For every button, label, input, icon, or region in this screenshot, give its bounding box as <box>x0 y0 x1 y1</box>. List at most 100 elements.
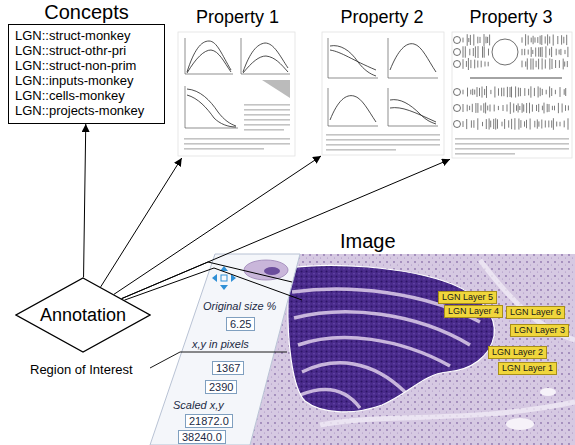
property-3-thumbnail <box>455 138 569 140</box>
panel-field-value: 6.25 <box>226 317 255 331</box>
panel-field-value: 2390 <box>205 380 237 394</box>
concept-item: LGN::struct-monkey <box>15 28 131 43</box>
property-1-thumbnail <box>244 119 290 121</box>
property-3-thumbnail <box>452 32 572 158</box>
concept-box-outline: LGN::struct-monkeyLGN::struct-othr-priLG… <box>8 24 165 124</box>
histology-image <box>302 363 405 392</box>
property-1-thumbnail <box>178 32 295 156</box>
property-1-thumbnail <box>187 50 231 73</box>
connector-arrow <box>124 268 302 300</box>
property-2-thumbnail <box>326 144 440 146</box>
property-2-thumbnail <box>330 96 376 122</box>
concept-item: LGN::struct-othr-pri <box>15 43 126 58</box>
property-1-thumbnail <box>241 38 290 74</box>
layer-label: LGN Layer 3 <box>514 325 565 335</box>
viewer-panel <box>212 274 217 282</box>
panel-field-value: 1367 <box>212 361 244 375</box>
property-1-thumbnail <box>187 41 231 72</box>
layer-tag: LGN Layer 4 <box>444 305 503 318</box>
property-3-thumbnail <box>455 143 569 145</box>
thumbnail-area <box>175 30 300 158</box>
property-3-thumbnail <box>522 58 567 69</box>
property-1-thumbnail <box>187 89 236 126</box>
property-2-thumbnail <box>330 50 376 70</box>
annotation-diamond: Annotation <box>15 277 151 353</box>
histology-image <box>250 254 575 445</box>
property-3-thumbnail <box>522 34 567 46</box>
property-1-thumbnail <box>244 124 290 126</box>
property-2-thumbnail <box>326 139 440 141</box>
concept-list-box: ConceptsLGN::struct-monkeyLGN::struct-ot… <box>8 0 165 124</box>
viewer-panel <box>212 266 236 290</box>
concept-item: LGN::inputs-monkey <box>15 73 134 88</box>
property-1-thumbnail <box>185 38 233 74</box>
property-1-thumbnail <box>185 86 238 128</box>
property-1-thumbnail <box>184 143 290 145</box>
layer-tag: LGN Layer 1 <box>498 362 557 375</box>
layer-tag: LGN Layer 2 <box>488 346 547 359</box>
layer-tag: LGN Layer 5 <box>438 291 497 304</box>
histology-image <box>288 265 495 411</box>
property-1-thumbnail <box>243 56 288 73</box>
property-thumbnail: Property 3 <box>450 4 572 160</box>
property-3-thumbnail <box>454 61 461 68</box>
property-2-thumbnail <box>390 44 436 72</box>
property-1-thumbnail <box>185 38 290 128</box>
property-3-thumbnail <box>463 118 568 130</box>
property-3-thumbnail <box>463 34 490 46</box>
viewer-panel <box>220 285 228 290</box>
property-3-thumbnail <box>463 86 566 98</box>
histology-image <box>540 388 556 396</box>
property-thumbnail: Property 2 <box>318 4 446 156</box>
panel-field-value: 2390 <box>205 377 237 395</box>
callout-label: Region of Interest <box>30 363 133 376</box>
property-3-thumbnail <box>454 89 461 96</box>
property-3-thumbnail <box>463 46 489 58</box>
connector-arrow <box>114 156 321 294</box>
thumbnail-area <box>318 30 446 156</box>
heading: Concepts <box>8 0 165 24</box>
property-3-thumbnail <box>463 58 488 70</box>
layer-label: LGN Layer 2 <box>492 347 543 357</box>
property-2-thumbnail <box>322 32 444 155</box>
property-1-thumbnail <box>184 104 290 150</box>
connector-arrow <box>122 262 292 299</box>
property-2-thumbnail <box>390 108 436 122</box>
property-2-thumbnail <box>328 88 378 126</box>
heading: Property 2 <box>318 4 446 30</box>
concept-item: LGN::struct-non-prim <box>15 58 136 73</box>
property-1-thumbnail <box>244 129 284 131</box>
layer-label: LGN Layer 6 <box>510 307 561 317</box>
layer-label: LGN Layer 4 <box>448 306 499 316</box>
panel-field-value: 1367 <box>212 358 244 376</box>
property-3-thumbnail <box>463 34 568 130</box>
connector-arrow <box>84 124 86 277</box>
property-2-thumbnail <box>388 38 438 78</box>
panel-field-name: x,y in pixels <box>192 338 249 351</box>
property-2-thumbnail <box>322 32 444 155</box>
viewer-panel <box>264 267 280 275</box>
property-1-thumbnail <box>243 43 288 72</box>
property-2-thumbnail <box>328 38 438 126</box>
property-3-thumbnail <box>454 105 461 112</box>
callout-label: Region of Interest <box>30 360 133 378</box>
layer-label: LGN Layer 5 <box>442 292 493 302</box>
property-2-thumbnail <box>390 100 436 124</box>
property-3-thumbnail <box>454 37 461 44</box>
heading: Property 3 <box>450 4 572 30</box>
histology-image <box>298 338 450 366</box>
panel-field-name: Scaled x,y <box>173 395 224 413</box>
panel-field-name: Original size % <box>203 296 276 314</box>
thumbnail-area <box>450 30 572 160</box>
concept-item: LGN::projects-monkey <box>15 103 144 118</box>
property-3-thumbnail <box>470 78 562 79</box>
property-2-thumbnail <box>326 134 440 136</box>
panel-field-value: 6.25 <box>226 314 255 332</box>
panel-field-name: x,y in pixels <box>192 334 249 352</box>
property-2-thumbnail <box>330 46 376 76</box>
connector-arrow <box>101 158 182 287</box>
viewer-panel <box>221 275 227 281</box>
concept-item: LGN::cells-monkey <box>15 88 125 103</box>
property-thumbnail: Property 1 <box>175 4 300 158</box>
property-1-thumbnail <box>262 80 290 98</box>
